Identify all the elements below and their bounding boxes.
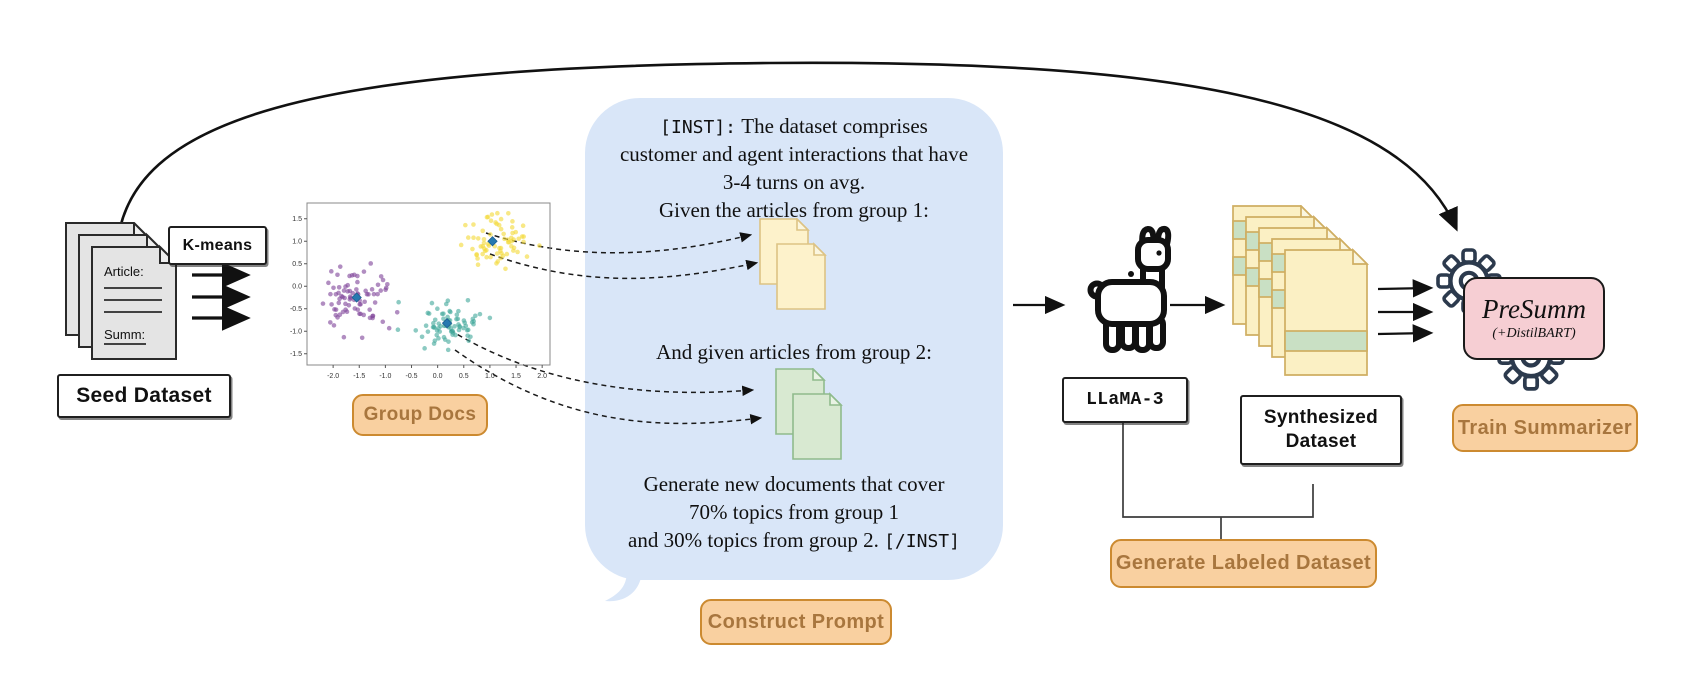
presumm-model-box: PreSumm (+DistilBART) [1463,277,1605,360]
inst-close-token: [/INST] [884,531,960,552]
seed-to-cluster-arrows [192,262,251,331]
llama-icon [1087,225,1172,353]
prompt-line-6: Generate new documents that cover [643,472,945,496]
prompt-line-5: And given articles from group 2: [656,340,932,364]
model-name: PreSumm [1482,293,1586,324]
prompt-line-1: [INST]: The dataset comprises [660,114,928,138]
svg-text:-1.5: -1.5 [353,373,365,380]
construct-prompt-label: Construct Prompt [700,599,892,645]
seed-document-stack: Article: Summ: [65,222,179,360]
prompt-line-7: 70% topics from group 1 [689,500,899,524]
llama-label: LLaMA-3 [1062,377,1188,423]
group-docs-label: Group Docs [352,394,488,436]
svg-text:1.5: 1.5 [292,216,302,223]
svg-text:-0.5: -0.5 [290,306,302,313]
svg-text:0.0: 0.0 [433,373,443,380]
group2-docs-icon [775,368,843,460]
synthesized-dataset-label: Synthesized Dataset [1240,395,1402,465]
article-field-label: Article: [104,264,144,279]
svg-text:1.0: 1.0 [292,239,302,246]
prompt-line-2: customer and agent interactions that hav… [619,142,969,166]
summ-field-label: Summ: [104,327,145,342]
kmeans-box: K-means [168,226,267,265]
model-subtitle: (+DistilBART) [1492,325,1576,341]
prompt-bubble: [INST]: The dataset comprises customer a… [585,98,1003,580]
group1-docs-icon [759,218,827,310]
scatter-plot: -1.5 -1.0 -0.5 0.0 0.5 1.0 1.5 -2.0 -1.5 -1.0 -0.5… [283,198,555,395]
svg-text:0.5: 0.5 [292,261,302,268]
synthesized-document-stack [1232,205,1370,376]
inst-open-token: [INST]: [660,117,736,138]
svg-text:-1.0: -1.0 [379,373,391,380]
stack-to-gear-arrows [1377,279,1434,343]
svg-text:0.0: 0.0 [292,284,302,291]
svg-text:-2.0: -2.0 [327,373,339,380]
generate-labeled-dataset-label: Generate Labeled Dataset [1110,539,1377,588]
svg-text:2.0: 2.0 [537,373,547,380]
train-summarizer-label: Train Summarizer [1452,404,1638,452]
seed-dataset-label: Seed Dataset [57,374,231,418]
prompt-line-3: 3-4 turns on avg. [722,170,866,194]
svg-text:-0.5: -0.5 [405,373,417,380]
svg-text:0.5: 0.5 [459,373,469,380]
svg-text:-1.0: -1.0 [290,329,302,336]
svg-text:1.0: 1.0 [485,373,495,380]
prompt-line-8: and 30% topics from group 2. [/INST] [628,528,960,552]
svg-text:-1.5: -1.5 [290,351,302,358]
svg-text:1.5: 1.5 [511,373,521,380]
